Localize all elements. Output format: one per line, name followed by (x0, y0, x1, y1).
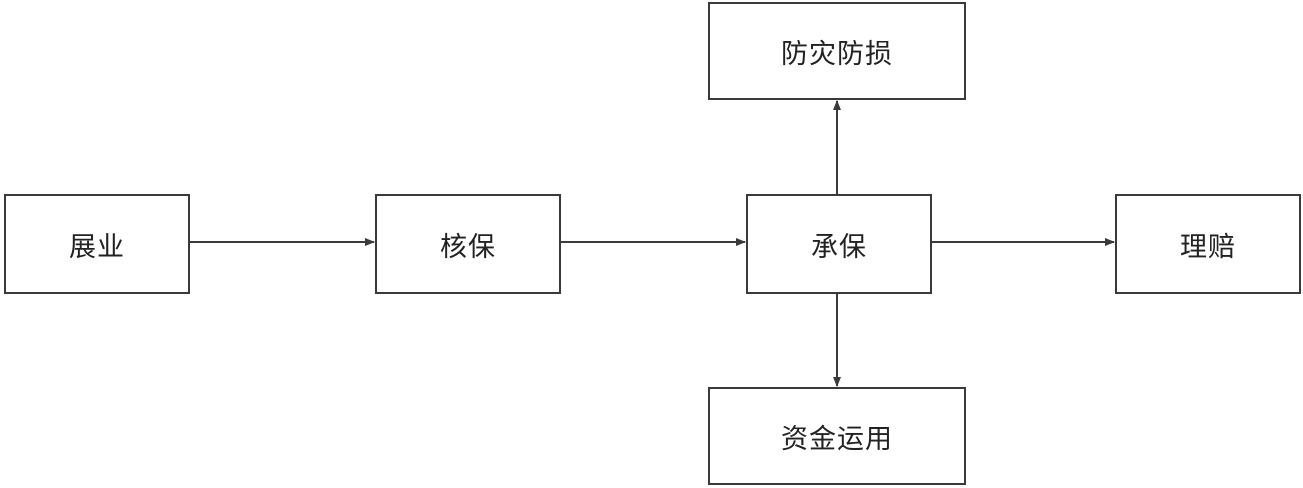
node-fund-utilization: 资金运用 (708, 387, 966, 485)
node-label: 防灾防损 (781, 38, 893, 70)
node-label: 资金运用 (781, 423, 893, 455)
node-label: 展业 (69, 231, 125, 263)
node-label: 理赔 (1180, 231, 1236, 263)
node-underwriting-review: 核保 (375, 194, 561, 294)
node-loss-prevention: 防灾防损 (708, 2, 966, 100)
node-label: 承保 (811, 231, 867, 263)
node-underwriting: 承保 (746, 194, 932, 294)
node-claims: 理赔 (1115, 194, 1301, 294)
node-label: 核保 (440, 231, 496, 263)
node-business-development: 展业 (4, 194, 190, 294)
